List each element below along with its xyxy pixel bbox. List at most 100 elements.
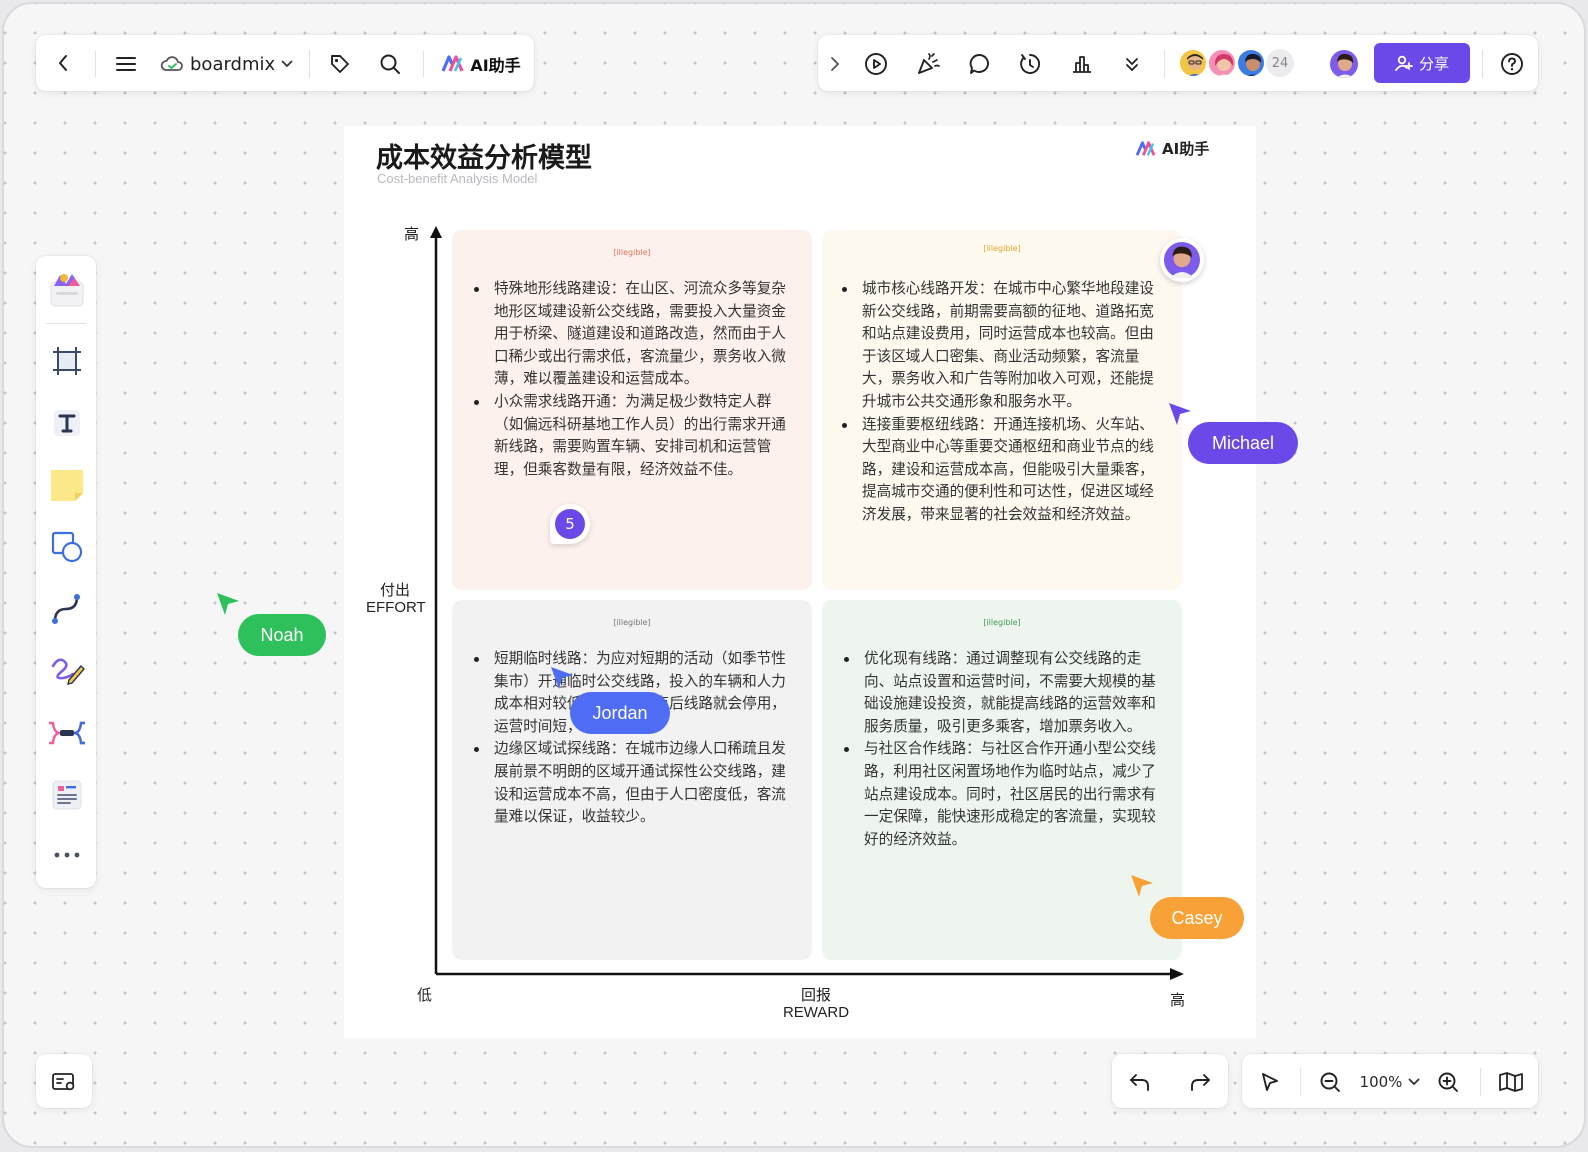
zoom-level-dropdown[interactable]: 100% — [1354, 1066, 1426, 1098]
cursor-label-jordan: Jordan — [570, 692, 670, 734]
text-tool[interactable] — [44, 400, 90, 446]
quadrant-low-effort-low-reward[interactable]: [illegible] 短期临时线路：为应对短期的活动（如季节性集市）开通临时公… — [452, 600, 812, 960]
y-axis-arrow — [430, 226, 442, 238]
document-tool[interactable] — [44, 772, 90, 818]
collaborator-avatar[interactable] — [1236, 48, 1266, 78]
redo-button[interactable] — [1184, 1066, 1216, 1098]
collaborator-avatar[interactable] — [1207, 48, 1237, 78]
zoom-out-button[interactable] — [1314, 1066, 1346, 1098]
presentation-button[interactable] — [860, 48, 892, 80]
axes — [430, 226, 1184, 980]
board-title: 成本效益分析模型 — [376, 143, 592, 174]
avatar-face-icon — [1164, 242, 1200, 278]
x-axis-low-label: 低 — [417, 986, 433, 1004]
mindmap-tool[interactable] — [44, 710, 90, 756]
timer-icon — [1020, 54, 1041, 74]
list-item: 特殊地形线路建设：在山区、河流众多等复杂地形区域建设新公交线路，需要投入大量资金… — [472, 278, 794, 391]
back-button[interactable] — [48, 48, 78, 78]
document-icon — [52, 780, 82, 810]
current-user-avatar[interactable] — [1328, 48, 1360, 80]
toolbar-divider — [1482, 50, 1483, 78]
template-button[interactable] — [44, 266, 90, 312]
sticky-note-tool[interactable] — [44, 462, 90, 508]
help-icon — [1501, 53, 1523, 75]
quadrant-low-effort-high-reward[interactable]: [illegible] 优化现有线路：通过调整现有公交线路的走向、站点设置和运营… — [822, 600, 1182, 960]
avatar-face-icon — [1214, 54, 1234, 76]
quadrant-list: 优化现有线路：通过调整现有公交线路的走向、站点设置和运营时间，不需要大规模的基础… — [842, 648, 1164, 851]
more-tools-left-button[interactable] — [44, 832, 90, 878]
ai-logo-icon — [1135, 140, 1156, 156]
toolbar-divider — [1480, 1068, 1481, 1096]
cursor-label-noah: Noah — [238, 614, 326, 656]
ai-assistant-label: AI助手 — [470, 56, 521, 75]
board-settings-button[interactable] — [48, 1066, 80, 1098]
board-frame[interactable]: 成本效益分析模型 Cost-benefit Analysis Model AI助… — [344, 126, 1256, 1038]
x-axis-arrow — [1170, 968, 1184, 980]
main-menu-button[interactable] — [110, 48, 142, 80]
comment-icon — [969, 54, 989, 74]
ai-logo-icon — [441, 55, 464, 72]
collapse-toolbar-button[interactable] — [824, 50, 846, 78]
quadrant-high-effort-high-reward[interactable]: [illegible] 城市核心线路开发：在城市中心繁华地段建设新公交线路，前期… — [822, 230, 1182, 590]
cursor-label-michael: Michael — [1188, 422, 1298, 464]
minimap-button[interactable] — [1494, 1066, 1528, 1098]
collaborator-avatar[interactable] — [1178, 48, 1208, 78]
board-ai-badge: AI助手 — [1134, 138, 1209, 159]
template-icon — [50, 274, 84, 307]
connector-icon — [52, 594, 80, 624]
comment-button[interactable] — [964, 48, 996, 80]
x-axis-high-label: 高 — [1170, 991, 1186, 1009]
share-button[interactable]: 分享 — [1374, 43, 1470, 83]
help-button[interactable] — [1496, 48, 1528, 80]
search-button[interactable] — [374, 48, 406, 80]
shape-tool[interactable] — [44, 524, 90, 570]
zoom-panel — [1242, 1054, 1538, 1108]
redo-icon — [1191, 1074, 1210, 1091]
list-item: 城市核心线路开发：在城市中心繁华地段建设新公交线路，前期需要高额的征地、道路拓宽… — [840, 278, 1162, 414]
pointer-icon — [1262, 1073, 1278, 1091]
quadrant-list: 城市核心线路开发：在城市中心繁华地段建设新公交线路，前期需要高额的征地、道路拓宽… — [840, 278, 1162, 527]
search-icon — [380, 54, 400, 74]
cursor-label-casey: Casey — [1150, 897, 1244, 939]
x-axis-label: 回报 REWARD — [776, 987, 856, 1022]
workspace-switcher[interactable]: boardmix — [160, 48, 296, 80]
cursor-arrow-icon — [1169, 403, 1191, 425]
share-label: 分享 — [1418, 54, 1449, 73]
tag-icon — [331, 55, 349, 73]
more-tools-button[interactable] — [1116, 48, 1148, 80]
vote-icon — [1073, 56, 1091, 73]
zoom-in-icon — [1438, 1072, 1458, 1092]
hamburger-icon — [116, 57, 136, 71]
mindmap-icon — [49, 721, 85, 745]
collaborator-count[interactable]: 24 — [1264, 47, 1296, 79]
quadrant-tag: [illegible] — [983, 244, 1021, 253]
quadrant-list: 短期临时线路：为应对短期的活动（如季节性集市）开通临时公交线路，投入的车辆和人力… — [472, 648, 794, 829]
vote-button[interactable] — [1066, 48, 1098, 80]
avatar-pin[interactable] — [1160, 238, 1204, 282]
timer-button[interactable] — [1014, 48, 1046, 80]
select-tool-button[interactable] — [1254, 1066, 1286, 1098]
list-item: 连接重要枢纽线路：开通连接机场、火车站、大型商业中心等重要交通枢纽和商业节点的线… — [840, 414, 1162, 527]
board-settings-icon — [52, 1073, 75, 1091]
board-ai-label: AI助手 — [1162, 140, 1210, 158]
more-down-icon — [1126, 58, 1138, 72]
zoom-in-button[interactable] — [1432, 1066, 1464, 1098]
pen-tool[interactable] — [44, 648, 90, 694]
workspace-name: boardmix — [190, 53, 276, 75]
comment-bubble[interactable]: 5 — [550, 504, 590, 544]
undo-button[interactable] — [1124, 1066, 1156, 1098]
connector-tool[interactable] — [44, 586, 90, 632]
pen-icon — [51, 658, 85, 685]
frame-tool[interactable] — [44, 338, 90, 384]
ai-assistant-button[interactable]: AI助手 — [438, 48, 524, 80]
quadrant-tag: [illegible] — [613, 248, 651, 257]
tag-button[interactable] — [324, 48, 356, 80]
more-icon — [54, 852, 80, 858]
celebrate-button[interactable] — [912, 48, 944, 80]
shape-icon — [51, 531, 83, 563]
zoom-level: 100% — [1359, 1073, 1403, 1091]
chevron-down-icon — [1409, 1078, 1420, 1086]
toolbar-divider — [423, 50, 424, 78]
quadrant-high-effort-low-reward[interactable]: [illegible] 特殊地形线路建设：在山区、河流众多等复杂地形区域建设新公… — [452, 230, 812, 590]
